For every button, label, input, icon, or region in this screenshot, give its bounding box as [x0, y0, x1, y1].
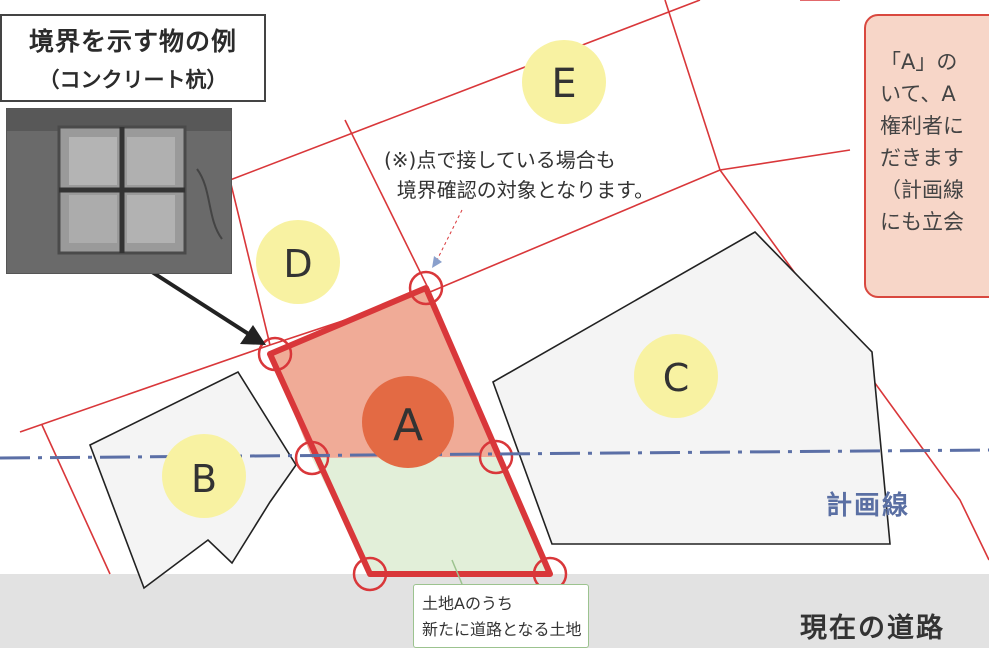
land-note-pointer — [451, 559, 463, 585]
parcel-d-circle — [256, 220, 340, 304]
annotation-pointer-arrowhead — [432, 256, 442, 268]
marker-bottom-left — [352, 556, 388, 592]
note-line-5: （計画線 — [880, 178, 964, 202]
annotation-pointer — [435, 209, 463, 263]
parcel-e-circle — [522, 40, 606, 124]
caption-subtitle: （コンクリート杭） — [38, 68, 228, 92]
parcel-c-circle — [634, 334, 718, 418]
point-contact-note-line2: 境界確認の対象となります。 — [384, 178, 655, 202]
parcel-a-circle — [362, 376, 454, 468]
parcel-b-label: B — [191, 457, 217, 501]
photo-pointer-arrow — [150, 270, 260, 342]
new-road-land-note: 土地Aのうち 新たに道路となる土地 — [413, 584, 589, 648]
marker-left — [257, 336, 293, 372]
note-line-1: 「A」の — [880, 50, 958, 74]
marker-top — [408, 270, 444, 306]
boundary-marker-caption: 境界を示す物の例 （コンクリート杭） — [0, 14, 266, 102]
marker-mid-right — [478, 439, 514, 475]
concrete-stake-image — [7, 109, 231, 273]
land-note-line1: 土地Aのうち — [422, 594, 513, 613]
marker-mid-left — [294, 440, 330, 476]
parcel-a-outline — [267, 285, 553, 577]
boundary-markers — [257, 270, 568, 592]
note-line-6: にも立会 — [880, 210, 964, 234]
point-contact-note: (※)点で接している場合も 境界確認の対象となります。 — [384, 145, 654, 205]
parcel-a-label: A — [393, 400, 423, 451]
explanation-note: 「A」の いて、A 権利者に だきます （計画線 にも立会 — [864, 14, 989, 298]
land-note-line2: 新たに道路となる土地 — [422, 620, 582, 639]
parcel-e-label: E — [551, 61, 576, 107]
parcel-d-label: D — [283, 242, 312, 286]
parcel-a-lower — [312, 457, 550, 574]
parcel-b-circle — [162, 434, 246, 518]
plan-line-label: 計画線 — [826, 491, 911, 521]
plan-line — [0, 448, 989, 460]
parcel-c-label: C — [663, 356, 690, 400]
parcel-d-e-divider — [229, 179, 271, 346]
note-line-2: いて、A — [880, 82, 956, 106]
note-line-3: 権利者に — [880, 114, 964, 138]
photo-pointer-arrowhead — [240, 325, 266, 345]
current-road-label: 現在の道路 — [800, 613, 945, 644]
point-contact-note-line1: (※)点で接している場合も — [384, 148, 616, 172]
concrete-stake-photo — [6, 108, 232, 274]
caption-title: 境界を示す物の例 — [28, 27, 237, 56]
note-line-4: だきます — [880, 146, 964, 170]
